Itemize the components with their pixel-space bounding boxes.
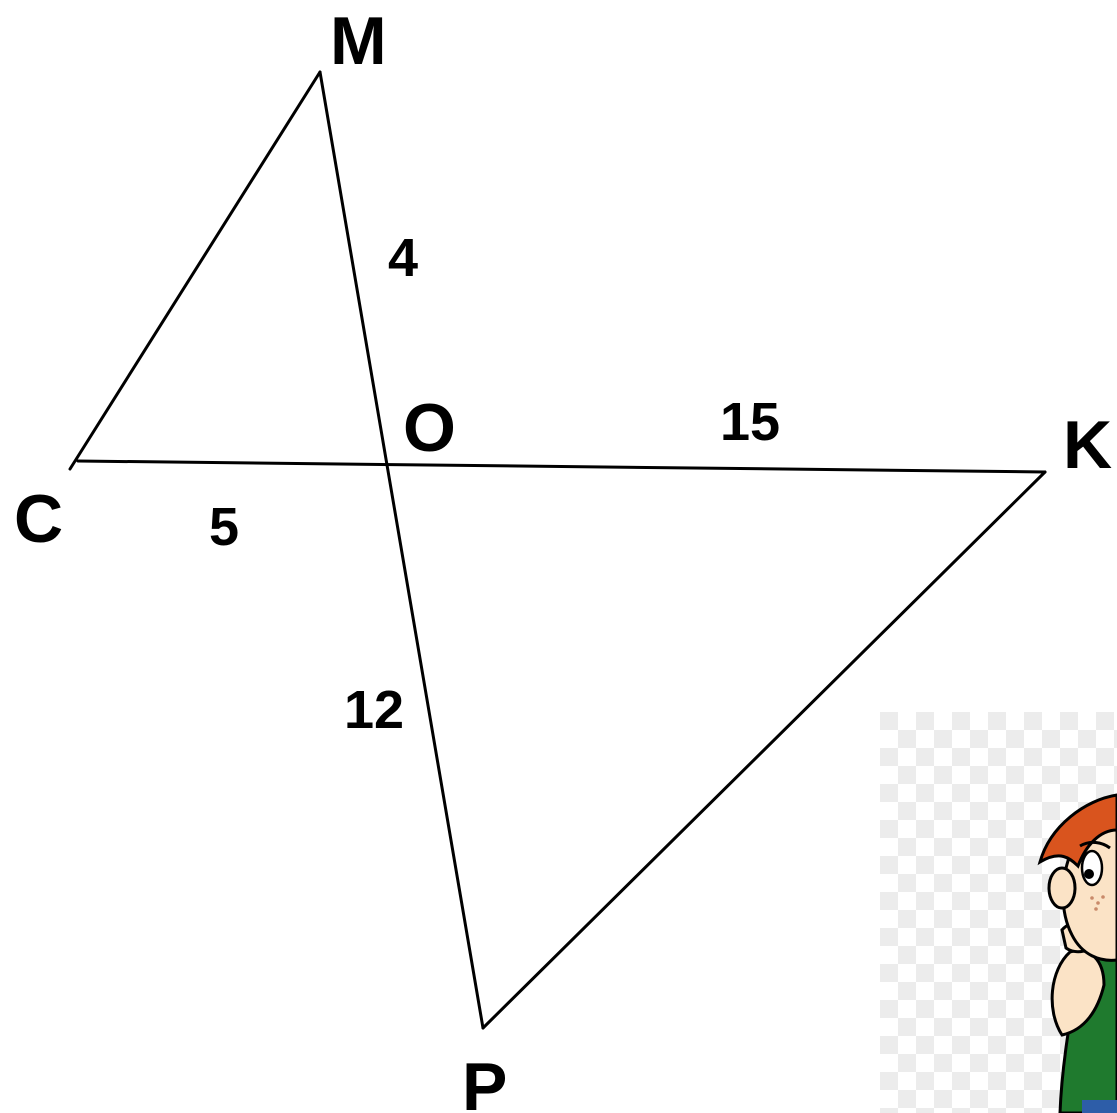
segment-cm [68,70,322,471]
length-label-co: 5 [209,497,239,557]
point-label-c: C [14,481,63,557]
hair [1037,793,1117,869]
ear [1047,866,1077,910]
point-label-k: K [1063,407,1112,483]
segment-kp [481,470,1047,1030]
segment-mp [318,70,485,1030]
eye [1080,849,1104,887]
eyebrow [1079,840,1111,850]
point-label-o: O [403,390,456,466]
thinking-boy-illustration [880,712,1117,1113]
segment-ck [76,459,1047,474]
point-label-p: P [462,1049,507,1113]
triangle-lines [68,70,1047,1030]
point-label-m: M [330,3,387,79]
length-label-op: 12 [344,680,404,740]
length-label-ok: 15 [720,392,780,452]
freckles [1090,895,1105,911]
pupil [1084,869,1094,879]
length-label-mo: 4 [388,228,418,288]
jeans [1082,1100,1117,1113]
